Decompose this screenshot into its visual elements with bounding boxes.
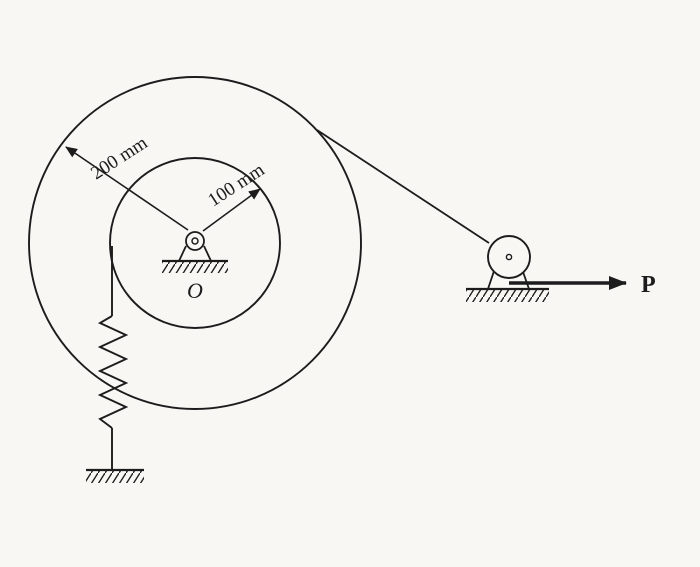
force-label: P	[641, 272, 656, 298]
cable-line	[316, 129, 490, 244]
pulley-wheel	[487, 235, 531, 279]
spring-ground-hatching	[86, 471, 144, 483]
pin-ground-hatching	[162, 262, 228, 273]
spring-ground	[86, 468, 144, 483]
pulley-assembly	[466, 235, 549, 302]
spring-assembly	[97, 246, 129, 470]
outer-drum-circle	[28, 76, 362, 410]
pin-support	[162, 231, 228, 273]
radius-arrow-200	[65, 146, 189, 231]
radius-arrow-100	[202, 188, 261, 232]
inner-drum-circle	[109, 157, 281, 329]
inner-radius-label: 100 mm	[204, 159, 268, 211]
pulley-ground-hatching	[466, 290, 549, 302]
pin-hole	[191, 237, 199, 245]
center-point-label: O	[187, 278, 203, 303]
pulley-axle	[505, 253, 513, 261]
spring-coil	[97, 315, 129, 429]
